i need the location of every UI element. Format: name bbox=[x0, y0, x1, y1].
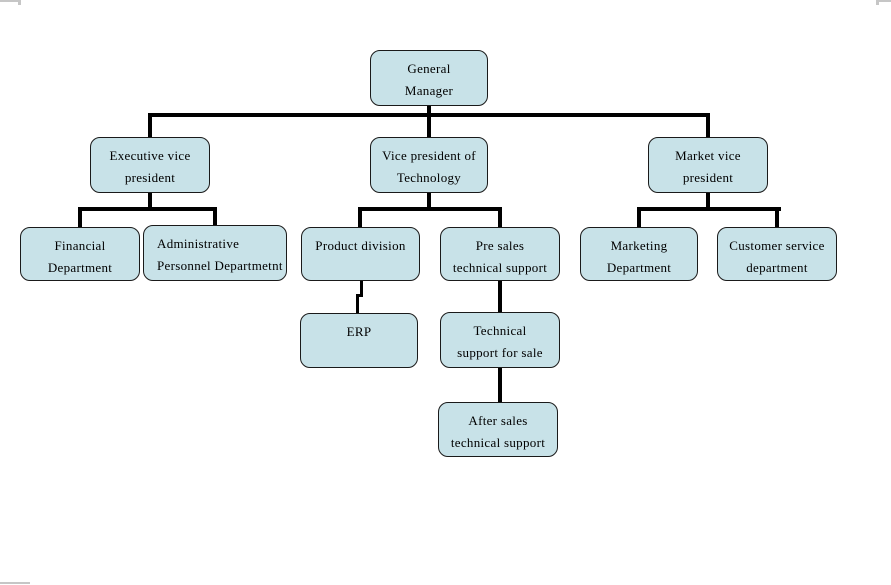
page-corner-mark bbox=[876, 0, 891, 2]
org-node-erp[interactable]: ERP bbox=[300, 313, 418, 368]
connector-drop-customer-service bbox=[775, 207, 779, 227]
org-node-customer-service-department[interactable]: Customer service department bbox=[717, 227, 837, 281]
node-label-line: technical support bbox=[452, 260, 548, 275]
node-label-line: Financial bbox=[54, 238, 106, 253]
connector-drop-product-division bbox=[358, 207, 362, 227]
node-label-line: Product division bbox=[315, 238, 406, 253]
connector-drop-pre-sales bbox=[498, 207, 502, 227]
connector-product-erp-upper bbox=[360, 281, 363, 296]
node-label-line: General bbox=[407, 61, 451, 76]
org-node-product-division[interactable]: Product division bbox=[301, 227, 420, 281]
node-label-line: Market vice bbox=[675, 148, 741, 163]
connector-drop-vp-technology bbox=[427, 114, 431, 137]
org-node-executive-vice-president[interactable]: Executive vice president bbox=[90, 137, 210, 193]
connector-gm-stem bbox=[427, 105, 431, 115]
connector-technology-bar bbox=[358, 207, 502, 211]
page-corner-mark bbox=[0, 582, 30, 584]
connector-drop-marketing bbox=[637, 207, 641, 227]
connector-executive-stem bbox=[148, 193, 152, 211]
node-label-line: Pre sales bbox=[475, 238, 525, 253]
node-label-line: Technology bbox=[396, 170, 462, 185]
node-label-line: Administrative bbox=[157, 236, 240, 251]
connector-executive-bar bbox=[78, 207, 217, 211]
connector-technology-stem bbox=[427, 193, 431, 211]
node-label-line: After sales bbox=[468, 413, 528, 428]
page-corner-mark bbox=[0, 0, 20, 2]
org-node-pre-sales-technical-support[interactable]: Pre sales technical support bbox=[440, 227, 560, 281]
org-node-vice-president-of-technology[interactable]: Vice president of Technology bbox=[370, 137, 488, 193]
node-label-line: Personnel Departmetnt bbox=[157, 258, 283, 273]
connector-drop-market-vp bbox=[706, 114, 710, 137]
org-node-administrative-personnel-department[interactable]: Administrative Personnel Departmetnt bbox=[143, 225, 287, 281]
node-label-line: president bbox=[682, 170, 734, 185]
connector-techsupport-aftersales bbox=[498, 368, 502, 402]
node-label-line: Marketing bbox=[610, 238, 668, 253]
node-label-line: Manager bbox=[404, 83, 454, 98]
org-node-market-vice-president[interactable]: Market vice president bbox=[648, 137, 768, 193]
node-label-line: support for sale bbox=[457, 345, 543, 360]
connector-drop-executive-vp bbox=[148, 114, 152, 137]
org-node-marketing-department[interactable]: Marketing Department bbox=[580, 227, 698, 281]
node-label-line: department bbox=[746, 260, 808, 275]
connector-market-bar bbox=[637, 207, 781, 211]
node-label-line: technical support bbox=[450, 435, 546, 450]
org-node-technical-support-for-sale[interactable]: Technical support for sale bbox=[440, 312, 560, 368]
org-node-after-sales-technical-support[interactable]: After sales technical support bbox=[438, 402, 558, 457]
page-corner-mark bbox=[18, 0, 21, 5]
page-corner-mark bbox=[876, 0, 879, 5]
node-label-line: president bbox=[124, 170, 176, 185]
connector-drop-admin-personnel bbox=[213, 207, 217, 225]
node-label-line: Executive vice bbox=[109, 148, 191, 163]
org-node-financial-department[interactable]: Financial Department bbox=[20, 227, 140, 281]
node-label-line: Technical bbox=[473, 323, 527, 338]
connector-drop-financial bbox=[78, 207, 82, 227]
node-label-line: ERP bbox=[346, 324, 372, 339]
node-label-line: Vice president of bbox=[382, 148, 476, 163]
org-node-general-manager[interactable]: General Manager bbox=[370, 50, 488, 106]
connector-product-erp-jog bbox=[356, 294, 363, 297]
node-label-line: Customer service bbox=[729, 238, 825, 253]
node-label-line: Department bbox=[606, 260, 672, 275]
connector-market-stem bbox=[706, 193, 710, 211]
node-label-line: Department bbox=[47, 260, 113, 275]
connector-presales-techsupport bbox=[498, 281, 502, 312]
connector-product-erp-lower bbox=[356, 295, 359, 313]
